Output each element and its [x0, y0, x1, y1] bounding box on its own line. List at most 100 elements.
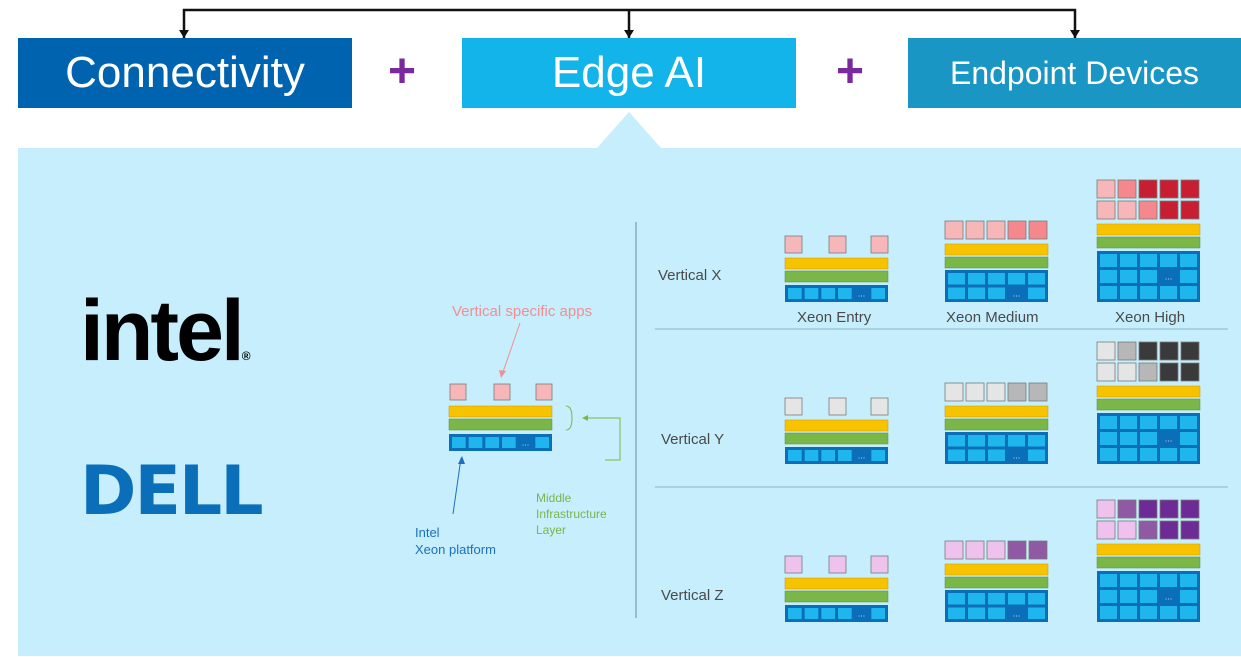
app-square — [828, 235, 847, 254]
xeon-core — [1140, 606, 1157, 619]
xeon-core — [1100, 254, 1117, 267]
app-square — [1159, 362, 1179, 382]
xeon-core — [1180, 432, 1197, 445]
app-square — [1117, 200, 1137, 220]
app-square — [1138, 200, 1158, 220]
app-square — [1138, 499, 1158, 519]
infra-green-bar — [1096, 236, 1201, 249]
xeon-ellipsis: ... — [858, 609, 866, 619]
app-square — [828, 555, 847, 574]
xeon-core — [1120, 270, 1137, 283]
xeon-core — [1180, 416, 1197, 429]
xeon-core — [871, 608, 885, 619]
xeon-core — [1180, 254, 1197, 267]
xeon-core — [1028, 593, 1045, 605]
infra-green-bar — [944, 256, 1049, 269]
edge-ai-box: Edge AI — [462, 38, 796, 108]
xeon-core — [988, 287, 1005, 299]
xeon-core — [988, 607, 1005, 619]
apps-arrow-line — [502, 322, 521, 373]
app-square — [1159, 499, 1179, 519]
xeon-core — [821, 288, 835, 299]
xeon-core — [535, 437, 549, 448]
middle-infrastructure-annotation: Middle Infrastructure Layer — [536, 491, 607, 537]
app-square — [944, 382, 964, 402]
xeon-core — [968, 435, 985, 447]
vertical-x-label: Vertical X — [658, 267, 722, 284]
tier-entry-label: Xeon Entry — [797, 309, 872, 326]
xeon-core — [452, 437, 466, 448]
app-square — [1159, 179, 1179, 199]
xeon-core — [1100, 448, 1117, 461]
intel-xeon-annotation: Intel Xeon platform — [415, 525, 496, 557]
connector-lines — [179, 8, 1080, 38]
xeon-core — [1180, 574, 1197, 587]
app-square — [784, 555, 803, 574]
xeon-core — [1100, 590, 1117, 603]
endpoint-devices-label: Endpoint Devices — [949, 54, 1200, 91]
xeon-core — [1160, 416, 1177, 429]
xeon-core — [968, 449, 985, 461]
xeon-core — [1120, 416, 1137, 429]
xeon-core — [871, 288, 885, 299]
xeon-core — [948, 449, 965, 461]
app-square — [986, 382, 1006, 402]
infra-yellow-bar — [944, 405, 1049, 418]
xeon-core — [1140, 574, 1157, 587]
xeon-core — [804, 608, 819, 619]
xeon-core — [1120, 448, 1137, 461]
app-square — [1159, 200, 1179, 220]
intel-logo: intel® — [80, 283, 251, 379]
infra-yellow-bar — [1096, 223, 1201, 236]
infra-yellow-bar — [944, 563, 1049, 576]
infra-yellow-bar — [1096, 385, 1201, 398]
xeon-core — [1120, 590, 1137, 603]
infra-yellow-bar — [784, 257, 889, 270]
infra-green-bar — [1096, 398, 1201, 411]
xeon-core — [1160, 448, 1177, 461]
xeon-core — [502, 437, 516, 448]
xeon-ellipsis: ... — [858, 451, 866, 461]
xeon-core — [821, 608, 835, 619]
xeon-core — [948, 287, 965, 299]
xeon-core — [948, 273, 965, 285]
xeon-core — [1100, 416, 1117, 429]
app-square — [1180, 200, 1200, 220]
xeon-core — [1140, 590, 1157, 603]
xeon-core — [821, 450, 835, 461]
xeon-arrow-line — [452, 457, 462, 515]
vertical-z-label: Vertical Z — [661, 587, 724, 604]
arrow-icon — [458, 456, 465, 464]
xeon-core — [1140, 448, 1157, 461]
xeon-core — [1008, 435, 1025, 447]
app-square — [449, 383, 467, 401]
app-square — [1159, 520, 1179, 540]
app-square — [1096, 520, 1116, 540]
app-square — [986, 220, 1006, 240]
app-square — [1138, 179, 1158, 199]
xeon-ellipsis: ... — [1013, 288, 1021, 298]
xeon-core — [1100, 270, 1117, 283]
app-square — [1180, 362, 1200, 382]
app-square — [1138, 520, 1158, 540]
tier-medium-label: Xeon Medium — [946, 309, 1039, 326]
plus-icon: + — [388, 45, 417, 98]
xeon-core — [1180, 448, 1197, 461]
xeon-core — [788, 288, 802, 299]
xeon-ellipsis: ... — [1013, 450, 1021, 460]
app-square — [493, 383, 511, 401]
xeon-core — [948, 593, 965, 605]
xeon-core — [1160, 286, 1177, 299]
xeon-ellipsis: ... — [858, 289, 866, 299]
app-square — [784, 397, 803, 416]
vertical-apps-annotation: Vertical specific apps — [452, 303, 593, 320]
xeon-core — [1180, 590, 1197, 603]
app-square — [1117, 362, 1137, 382]
connectivity-label: Connectivity — [65, 48, 305, 97]
xeon-core — [1100, 574, 1117, 587]
app-square — [1007, 220, 1027, 240]
xeon-core — [1180, 270, 1197, 283]
app-square — [1096, 200, 1116, 220]
xeon-core — [804, 288, 819, 299]
